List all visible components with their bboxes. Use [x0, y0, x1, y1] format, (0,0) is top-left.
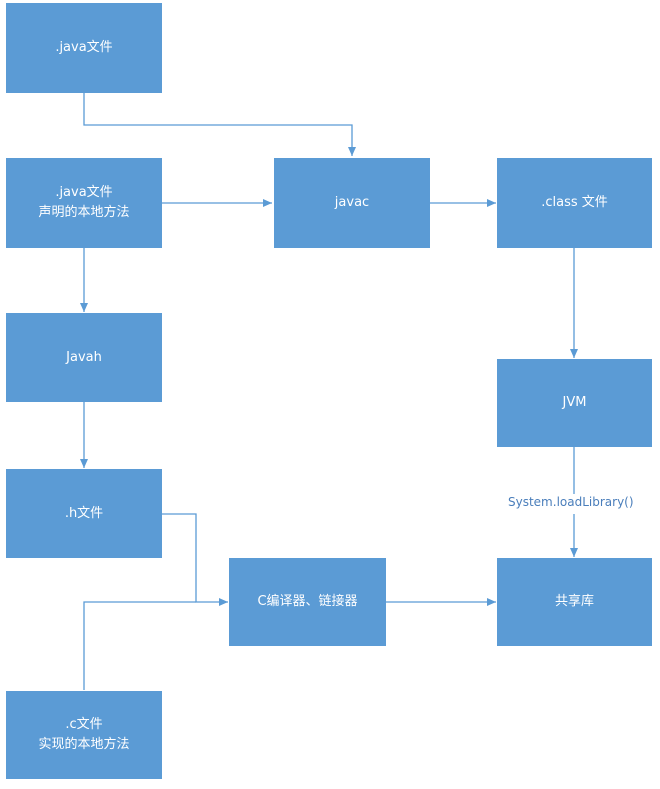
java-file-label: .java文件	[55, 40, 113, 55]
java-file-node[interactable]: .java文件	[6, 3, 162, 93]
java-native-label-2: 声明的本地方法	[38, 205, 130, 220]
shared-lib-node[interactable]: 共享库	[497, 558, 652, 646]
c-compiler-node[interactable]: C编译器、链接器	[229, 558, 386, 646]
jvm-node[interactable]: JVM	[497, 359, 652, 447]
h-file-label: .h文件	[64, 505, 104, 521]
jvm-label: JVM	[562, 395, 587, 410]
c-compiler-label: C编译器、链接器	[257, 594, 358, 609]
class-file-label: .class 文件	[541, 195, 608, 210]
javac-node[interactable]: javac	[274, 158, 430, 248]
shared-lib-label: 共享库	[554, 594, 594, 609]
load-library-label: System.loadLibrary()	[506, 495, 636, 509]
javac-label: javac	[334, 195, 370, 210]
java-native-label-1: .java文件	[55, 185, 113, 200]
edge-java-to-javac	[83, 93, 356, 156]
c-file-node[interactable]: .c文件 实现的本地方法	[6, 691, 162, 779]
java-native-node[interactable]: .java文件 声明的本地方法	[6, 158, 162, 248]
edge-c-to-compiler	[83, 601, 196, 690]
h-file-node[interactable]: .h文件	[6, 469, 162, 558]
javah-label: Javah	[66, 349, 102, 365]
javah-node[interactable]: Javah	[6, 313, 162, 402]
c-file-label-2: 实现的本地方法	[38, 737, 130, 752]
class-file-node[interactable]: .class 文件	[497, 158, 652, 248]
edge-h-to-compiler	[162, 513, 228, 606]
c-file-label-1: .c文件	[65, 717, 103, 732]
